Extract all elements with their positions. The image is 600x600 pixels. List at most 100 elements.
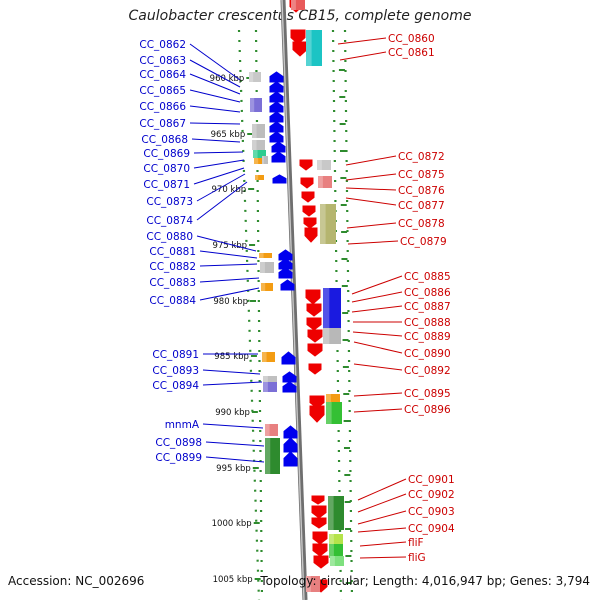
right-gene-label: CC_0890 <box>404 348 451 360</box>
right-leader-line <box>352 331 403 337</box>
left-leader-line <box>189 43 241 81</box>
reverse-gene-arrow <box>283 451 298 467</box>
reverse-gene-arrow <box>272 174 287 184</box>
left-gene-label: CC_0883 <box>149 277 196 289</box>
right-gene-label: CC_0895 <box>404 388 451 400</box>
gene-box-shade <box>263 376 268 382</box>
gene-box <box>329 534 343 544</box>
left-leader-line <box>193 159 245 169</box>
accession-label: Accession: NC_002696 <box>8 574 145 588</box>
right-leader-line <box>357 493 407 513</box>
genome-summary: Topology: circular; Length: 4,016,947 bp… <box>260 574 590 588</box>
right-leader-line <box>345 197 397 206</box>
gene-box-shade <box>318 176 323 188</box>
gene-box <box>323 328 341 344</box>
left-gene-label: CC_0898 <box>155 437 202 449</box>
right-gene-label: CC_0860 <box>388 33 435 45</box>
right-gene-label: CC_0875 <box>398 169 445 181</box>
right-leader-line <box>345 187 397 191</box>
left-gene-label: CC_0865 <box>139 85 186 97</box>
track-dotted-line-3 <box>343 29 354 600</box>
gene-box <box>323 288 341 328</box>
right-leader-line <box>353 408 403 413</box>
left-leader-line <box>202 381 263 386</box>
left-leader-line <box>205 456 265 463</box>
gene-box <box>249 72 261 82</box>
right-leader-line <box>345 155 397 166</box>
left-gene-label: CC_0870 <box>143 163 190 175</box>
gene-box-shade <box>253 150 258 158</box>
forward-gene-arrow <box>309 395 325 409</box>
left-leader-line <box>199 263 258 267</box>
left-leader-line <box>196 235 257 252</box>
forward-gene-arrow <box>306 303 322 317</box>
gene-box-shade <box>326 394 331 402</box>
gene-labels: CC_0862CC_0863CC_0864CC_0865CC_0866CC_08… <box>139 33 455 564</box>
forward-gene-arrow <box>303 217 317 229</box>
gene-box-shade <box>323 288 330 328</box>
scale-tick-label: 1000 kbp <box>212 519 252 529</box>
left-leader-line <box>189 122 241 125</box>
right-gene-label: fliF <box>408 537 424 549</box>
gene-box-shade <box>306 30 312 66</box>
left-leader-line <box>193 151 244 154</box>
gene-box-shade <box>260 262 265 273</box>
right-gene-label: CC_0903 <box>408 506 455 518</box>
left-gene-label: CC_0882 <box>149 261 196 273</box>
left-gene-label: CC_0873 <box>146 196 193 208</box>
left-leader-line <box>196 181 248 221</box>
track-dotted-line-1 <box>254 29 264 600</box>
gene-box <box>329 544 343 558</box>
right-leader-line <box>351 291 403 303</box>
gene-box <box>260 262 274 273</box>
left-gene-label: CC_0866 <box>139 101 186 113</box>
gene-box-shade <box>306 576 311 592</box>
forward-gene-arrow <box>290 29 306 45</box>
right-leader-line <box>337 37 387 45</box>
left-leader-line <box>202 369 261 375</box>
gene-box <box>259 253 272 258</box>
reverse-gene-arrow <box>283 425 298 439</box>
gene-box <box>263 376 277 382</box>
gene-box <box>265 438 280 474</box>
gene-box-shade <box>317 160 322 170</box>
scale-tick-label: 1005 kbp <box>213 575 253 585</box>
reverse-gene-arrow <box>282 371 297 383</box>
left-gene-label: CC_0899 <box>155 452 202 464</box>
left-gene-label: CC_0869 <box>143 148 190 160</box>
gene-box <box>252 124 265 138</box>
gene-box <box>262 352 275 362</box>
reverse-gene-arrow <box>282 381 297 393</box>
right-leader-line <box>359 556 407 559</box>
left-leader-line <box>189 73 241 95</box>
label-leader-lines <box>189 37 407 559</box>
left-gene-label: CC_0871 <box>143 179 190 191</box>
gene-box-shade <box>329 534 334 544</box>
right-gene-label: CC_0904 <box>408 523 455 535</box>
left-leader-line <box>199 250 258 259</box>
gene-box-shade <box>328 496 334 530</box>
scale-tick-label: 995 kbp <box>216 464 251 474</box>
gene-box <box>318 176 332 188</box>
scale-tick-label: 960 kbp <box>210 74 245 84</box>
gene-features <box>249 0 344 593</box>
left-leader-line <box>196 173 246 202</box>
reverse-gene-arrow <box>271 151 286 163</box>
genes-text: Genes: 3,794 <box>509 574 590 588</box>
forward-gene-arrow <box>305 289 321 305</box>
reverse-gene-arrow <box>278 267 293 279</box>
scale-tick-label: 965 kbp <box>211 130 246 140</box>
gene-box-shade <box>263 382 268 392</box>
left-gene-label: CC_0894 <box>152 380 199 392</box>
left-leader-line <box>202 423 264 429</box>
right-gene-label: CC_0901 <box>408 474 455 486</box>
forward-gene-arrow <box>306 317 322 331</box>
gene-box <box>320 204 336 244</box>
length-text: Length: 4,016,947 bp; <box>372 574 507 588</box>
left-leader-line <box>189 105 241 113</box>
forward-gene-arrow <box>307 343 323 357</box>
gene-box <box>250 98 262 112</box>
right-leader-line <box>339 51 387 61</box>
